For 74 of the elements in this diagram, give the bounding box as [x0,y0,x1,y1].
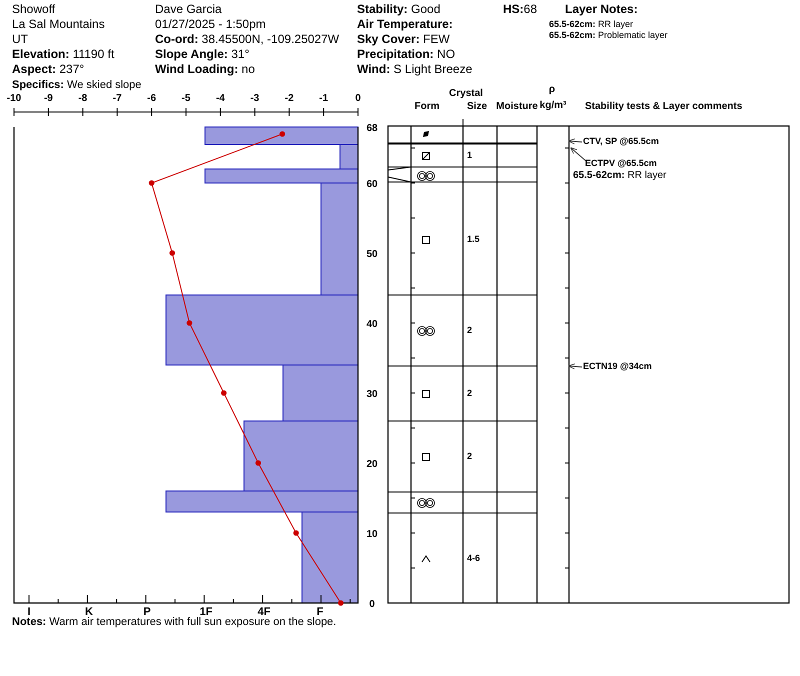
depth-tick-label: 50 [366,248,378,260]
temperature-tick-label: 0 [355,93,361,104]
header-field: Co-ord: 38.45500N, -109.25027W [155,33,340,47]
point [169,250,176,256]
temperature-tick-label: -4 [216,93,225,104]
hardness-tick-label: F [316,606,324,618]
header-field: Sky Cover: FEW [357,33,450,47]
section-heading: Layer Notes: [565,3,638,17]
temperature-tick-label: -10 [6,93,22,104]
depth-tick-label: 30 [366,388,378,400]
stability-test-label: ECTN19 @34cm [583,361,652,372]
depth-tick-label: 20 [366,458,378,470]
point [293,530,299,536]
point [186,320,192,326]
notes-text: Notes: Warm air temperatures with full sun exposure on the slope. [12,616,336,629]
location-text: La Sal Mountains [12,18,105,32]
header-field: Wind: S Light Breeze [357,63,472,77]
header-field: HS:68 [503,3,538,17]
specifics-note: Specifics: We skied slope [12,79,142,92]
point [148,180,154,186]
temperature-tick-label: -1 [319,93,328,104]
temperature-tick-label: -2 [284,93,294,104]
leader-line [568,138,582,144]
depth-tick-label: 40 [366,318,378,330]
column-header: Size [467,101,487,112]
point [255,460,262,466]
column-header: Crystal [449,88,483,100]
header-field: Stability: Good [357,3,440,17]
location-text: UT [12,33,28,47]
grain-size: 2 [467,451,472,462]
point [280,131,286,137]
header-field: Air Temperature: [357,18,453,32]
grain-size: 1.5 [467,234,480,244]
column-header: Form [414,101,440,112]
column-header: ρ [548,84,556,96]
depth-tick-label: 68 [366,122,378,134]
grain-size: 1 [467,150,472,160]
header-field: Slope Angle: 31° [155,48,250,62]
hardness-tick-label: K [85,606,93,618]
layer-note: 65.5-62cm: RR layer [549,19,634,30]
hardness-tick-label: 1F [200,606,212,618]
leader-line [570,147,586,162]
header-field: Aspect: 237° [12,63,84,77]
grain-size: 2 [467,388,472,398]
temperature-tick-label: -5 [182,93,190,104]
observer-name: Dave Garcia [155,3,222,17]
column-header: kg/m³ [540,100,566,112]
grain-size: 4-6 [467,553,480,564]
layer-comment: 65.5-62cm: RR layer [573,170,666,182]
temperature-tick-label: -6 [147,93,156,104]
temperature-tick-label: -3 [250,93,260,104]
header-field: Precipitation: NO [357,48,456,62]
hardness-tick-label: I [27,606,31,618]
header-field: Wind Loading: no [155,63,255,77]
depth-tick-label: 10 [366,528,378,540]
depth-tick-label: 0 [369,598,375,610]
temperature-tick-label: -7 [112,93,122,104]
header-field: Elevation: 11190 ft [12,48,114,62]
point [221,390,227,396]
layer-note: 65.5-62cm: Problematic layer [549,30,668,40]
point [338,600,344,606]
temperature-tick-label: -8 [78,93,88,104]
depth-tick-label: 60 [366,178,378,190]
hardness-tick-label: P [143,606,151,618]
grain-size: 2 [467,325,472,336]
column-header: Stability tests & Layer comments [585,101,742,112]
location-text: Showoff [12,3,56,17]
temperature-tick-label: -9 [44,93,53,104]
date-time: 01/27/2025 - 1:50pm [155,18,266,32]
hardness-tick-label: 4F [258,606,270,619]
stability-test-label: CTV, SP @65.5cm [583,136,659,146]
column-header: Moisture [496,101,538,112]
stability-test-label: ECTPV @65.5cm [585,158,657,168]
leader-line [568,364,582,370]
